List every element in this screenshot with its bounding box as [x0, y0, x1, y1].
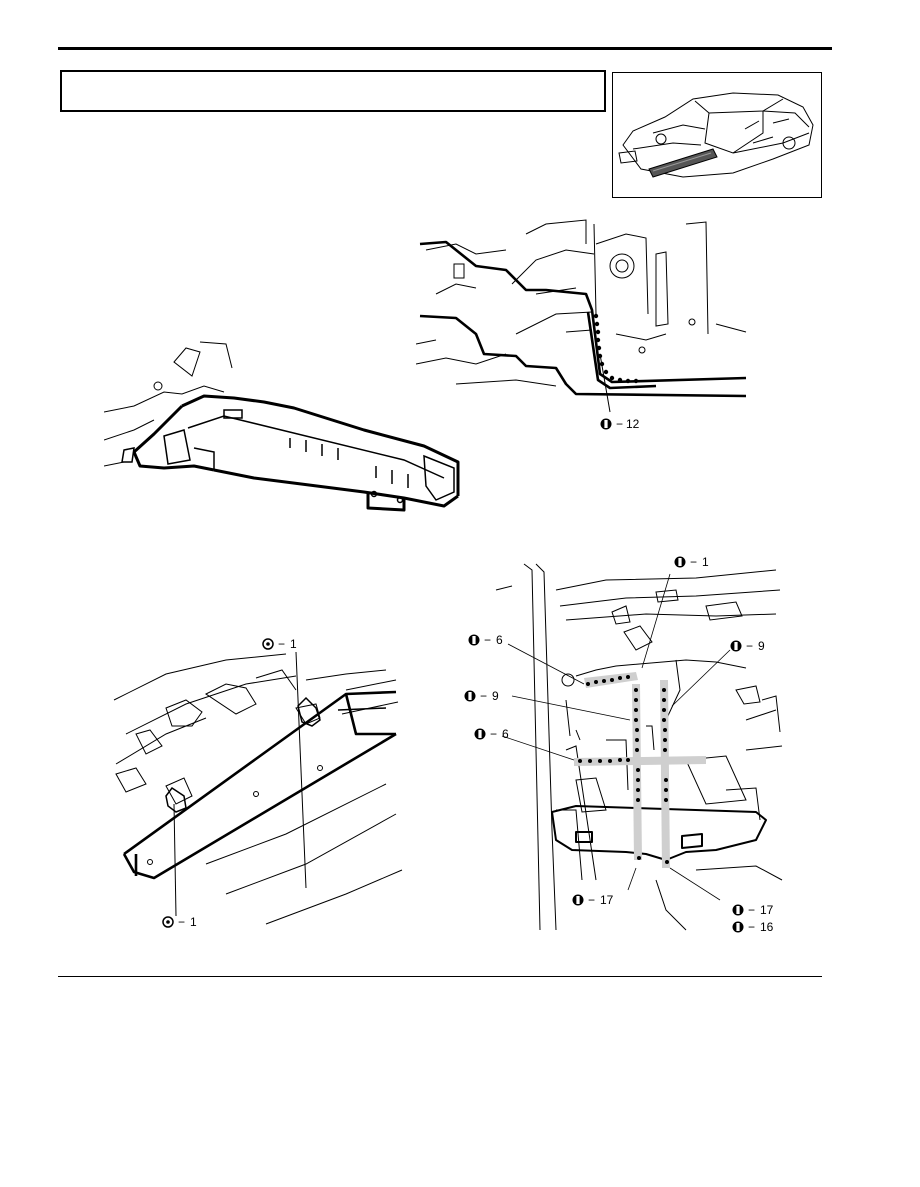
weld-callout-left-1: − 6	[468, 633, 503, 647]
svg-text:−: −	[480, 689, 487, 703]
svg-text:−: −	[616, 417, 623, 431]
svg-text:6: 6	[502, 727, 509, 741]
weld-callout-top: − 1	[674, 555, 709, 569]
svg-text:1: 1	[702, 555, 709, 569]
svg-text:12: 12	[626, 417, 640, 431]
weld-callout-left-3: − 6	[474, 727, 509, 741]
figure-side-member	[103, 216, 472, 512]
svg-text:−: −	[690, 555, 697, 569]
figure-front-pillar-sill: − 12	[415, 214, 752, 436]
svg-text:−: −	[588, 893, 595, 907]
svg-text:−: −	[490, 727, 497, 741]
svg-text:1: 1	[190, 915, 197, 929]
weld-callout-bottom-left: − 17	[572, 893, 614, 907]
footer-rule	[58, 976, 822, 977]
svg-text:9: 9	[758, 639, 765, 653]
weld-callout-right-1: − 9	[730, 639, 765, 653]
svg-text:16: 16	[760, 920, 774, 934]
svg-text:17: 17	[600, 893, 614, 907]
svg-text:−: −	[746, 639, 753, 653]
svg-text:−: −	[748, 920, 755, 934]
weld-callout-left-2: − 9	[464, 689, 499, 703]
figure-floor-pan: − 1 − 6 − 9 − 9 − 6	[456, 550, 784, 936]
svg-text:1: 1	[290, 637, 297, 651]
figure-sill-brackets: − 1	[106, 634, 404, 930]
weld-callout-bottom-right-2: − 16	[732, 920, 774, 934]
svg-text:9: 9	[492, 689, 499, 703]
weld-callout-bottom-right-1: − 17	[732, 903, 774, 917]
title-box	[60, 70, 606, 112]
svg-text:6: 6	[496, 633, 503, 647]
svg-text:−: −	[178, 915, 185, 929]
svg-text:17: 17	[760, 903, 774, 917]
weld-callout-12: − 12	[600, 417, 640, 431]
weld-callout-top: − 1	[262, 637, 297, 651]
weld-callout-bottom: − 1	[162, 915, 197, 929]
body-location-thumbnail	[612, 72, 822, 198]
svg-text:−: −	[748, 903, 755, 917]
svg-text:−: −	[278, 637, 285, 651]
header-rule	[58, 47, 832, 50]
svg-text:−: −	[484, 633, 491, 647]
